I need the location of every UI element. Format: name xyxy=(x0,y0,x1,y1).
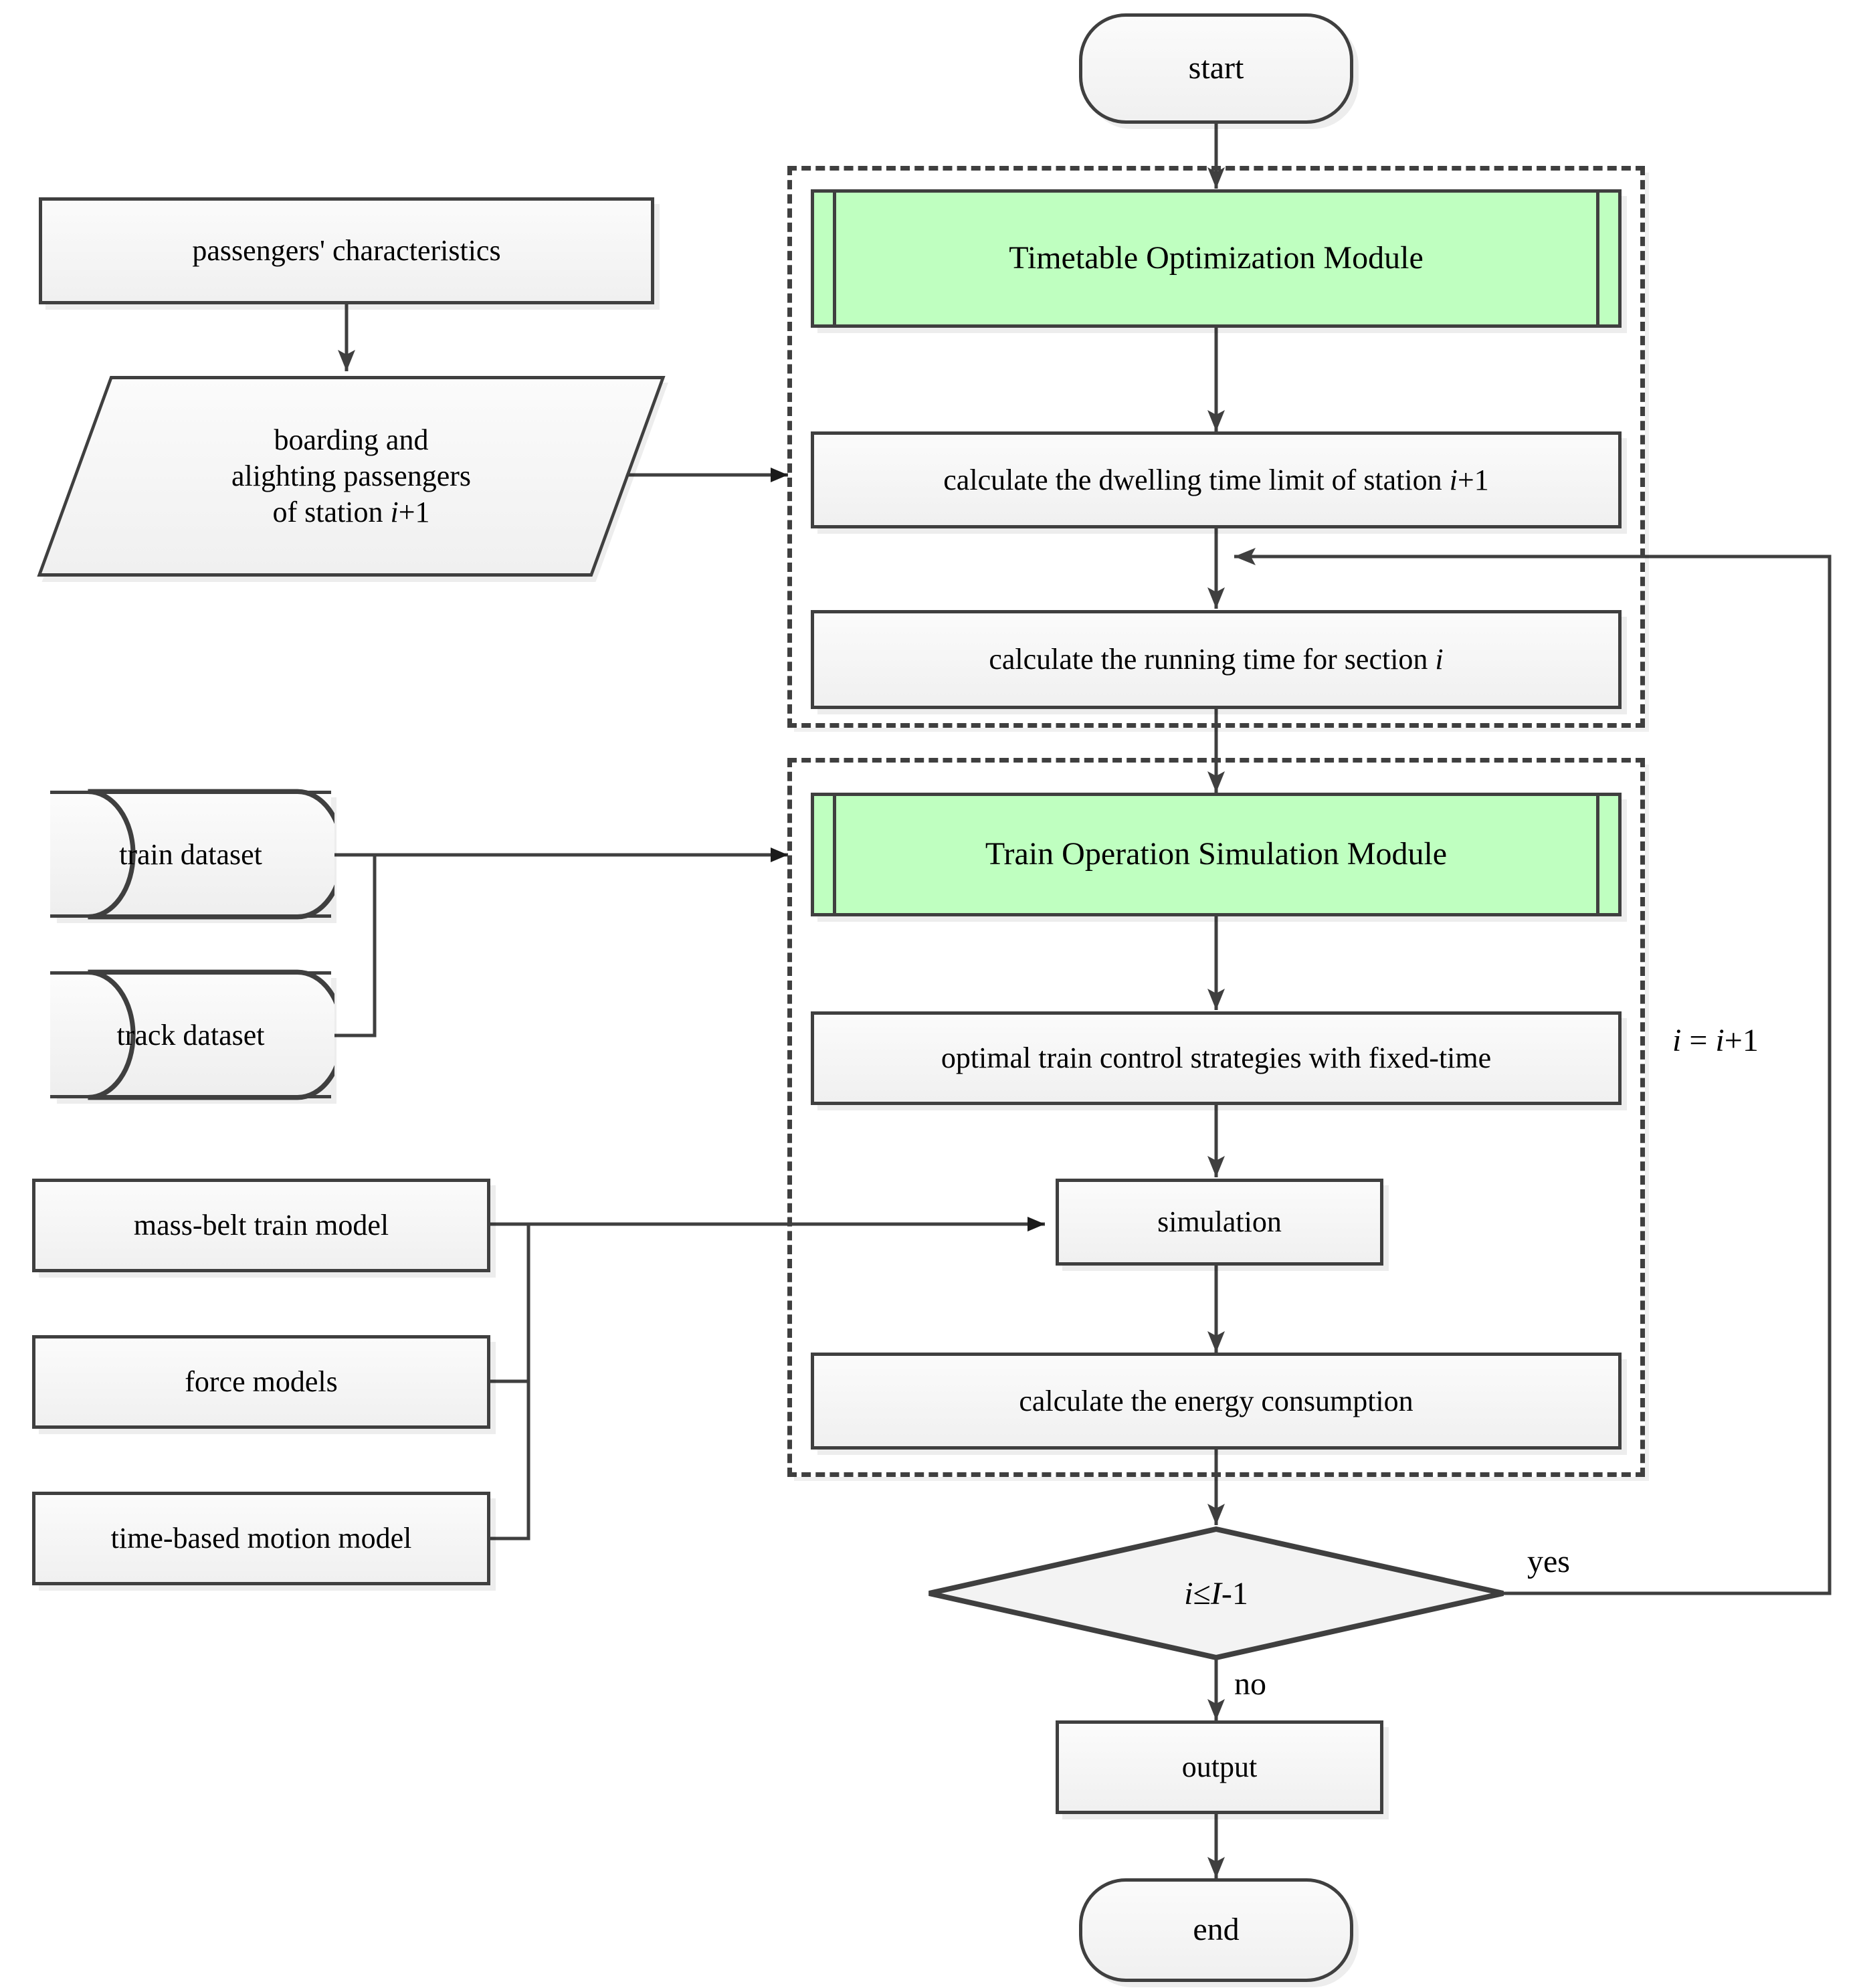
increment-part-1: i xyxy=(1672,1023,1682,1058)
edge-label-increment: i = i+1 xyxy=(1672,1022,1759,1059)
boarding-line-3b: i xyxy=(390,495,399,528)
boarding-line-2: alighting passengers xyxy=(231,460,472,493)
track-dataset-node[interactable]: track dataset xyxy=(50,969,334,1100)
timetable-optimization-module-node[interactable]: Timetable Optimization Module xyxy=(811,189,1622,328)
train-operation-simulation-module-label: Train Operation Simulation Module xyxy=(985,836,1448,872)
decision-part-2: ≤ xyxy=(1193,1575,1211,1611)
end-label: end xyxy=(1193,1912,1240,1948)
passengers-characteristics-node[interactable]: passengers' characteristics xyxy=(39,197,654,304)
simulation-node[interactable]: simulation xyxy=(1056,1179,1383,1266)
force-models-label: force models xyxy=(185,1365,338,1399)
simulation-label: simulation xyxy=(1157,1205,1282,1239)
motion-model-node[interactable]: time-based motion model xyxy=(32,1492,490,1585)
mass-belt-train-model-label: mass-belt train model xyxy=(133,1209,389,1242)
passengers-characteristics-label: passengers' characteristics xyxy=(192,234,501,268)
boarding-line-1: boarding and xyxy=(274,423,429,457)
cylinder-outline xyxy=(88,789,334,920)
start-node[interactable]: start xyxy=(1079,13,1353,124)
dwelling-time-node[interactable]: calculate the dwelling time limit of sta… xyxy=(811,431,1622,528)
boarding-line-3c: +1 xyxy=(398,495,430,528)
track-dataset-label: track dataset xyxy=(116,1018,265,1052)
dwelling-part-1: calculate the dwelling time limit of sta… xyxy=(943,463,1450,496)
dwelling-part-3: +1 xyxy=(1457,463,1489,496)
no-text: no xyxy=(1234,1666,1266,1702)
running-part-1: calculate the running time for section xyxy=(989,643,1436,676)
dwelling-part-2: i xyxy=(1449,463,1458,496)
boarding-alighting-node[interactable]: boarding and alighting passengers of sta… xyxy=(37,376,666,577)
output-node[interactable]: output xyxy=(1056,1720,1383,1814)
increment-part-2: = xyxy=(1681,1023,1716,1058)
energy-consumption-label: calculate the energy consumption xyxy=(1019,1384,1413,1417)
force-models-node[interactable]: force models xyxy=(32,1335,490,1429)
edge-label-yes: yes xyxy=(1527,1543,1570,1580)
mass-belt-train-model-node[interactable]: mass-belt train model xyxy=(32,1179,490,1272)
increment-part-3: i xyxy=(1715,1023,1725,1058)
train-operation-simulation-group xyxy=(787,758,1645,1477)
control-strategies-label: optimal train control strategies with fi… xyxy=(941,1041,1492,1075)
timetable-optimization-group xyxy=(787,166,1645,728)
cylinder-outline xyxy=(88,969,334,1100)
boarding-alighting-label: boarding and alighting passengers of sta… xyxy=(74,376,629,577)
decision-part-3: I xyxy=(1210,1575,1221,1611)
train-dataset-node[interactable]: train dataset xyxy=(50,789,334,920)
decision-part-4: -1 xyxy=(1221,1575,1248,1611)
edge-label-no: no xyxy=(1234,1666,1266,1702)
motion-model-label: time-based motion model xyxy=(110,1522,412,1555)
decision-label: i ≤ I-1 xyxy=(926,1526,1506,1660)
output-label: output xyxy=(1181,1751,1258,1784)
running-time-node[interactable]: calculate the running time for section i xyxy=(811,610,1622,709)
decision-part-1: i xyxy=(1184,1575,1193,1611)
end-node[interactable]: end xyxy=(1079,1878,1353,1982)
decision-node[interactable]: i ≤ I-1 xyxy=(926,1526,1506,1660)
running-time-label: calculate the running time for section i xyxy=(979,642,1452,677)
train-dataset-label: train dataset xyxy=(119,837,262,871)
timetable-optimization-module-label: Timetable Optimization Module xyxy=(1009,240,1424,276)
decision-shape xyxy=(929,1526,1504,1660)
running-part-2: i xyxy=(1435,643,1444,676)
dwelling-time-label: calculate the dwelling time limit of sta… xyxy=(934,463,1498,498)
increment-part-4: +1 xyxy=(1724,1023,1759,1058)
train-operation-simulation-module-node[interactable]: Train Operation Simulation Module xyxy=(811,793,1622,916)
yes-text: yes xyxy=(1527,1544,1570,1579)
boarding-line-3a: of station xyxy=(272,495,391,528)
start-label: start xyxy=(1188,50,1244,86)
control-strategies-node[interactable]: optimal train control strategies with fi… xyxy=(811,1011,1622,1105)
energy-consumption-node[interactable]: calculate the energy consumption xyxy=(811,1353,1622,1450)
